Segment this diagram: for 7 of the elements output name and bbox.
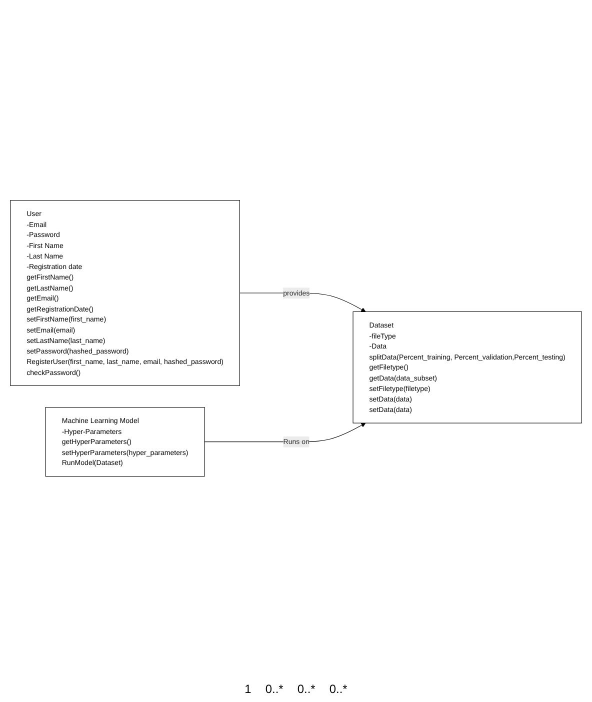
- node-box: [10, 200, 240, 386]
- multiplicity-label: 1: [244, 682, 252, 696]
- node-box: [45, 406, 205, 476]
- multiplicity-label: 0..*: [329, 682, 348, 696]
- multiplicity-label: 0..*: [297, 682, 316, 696]
- multiplicity-label: 0..*: [265, 682, 284, 696]
- node-box: [352, 311, 582, 423]
